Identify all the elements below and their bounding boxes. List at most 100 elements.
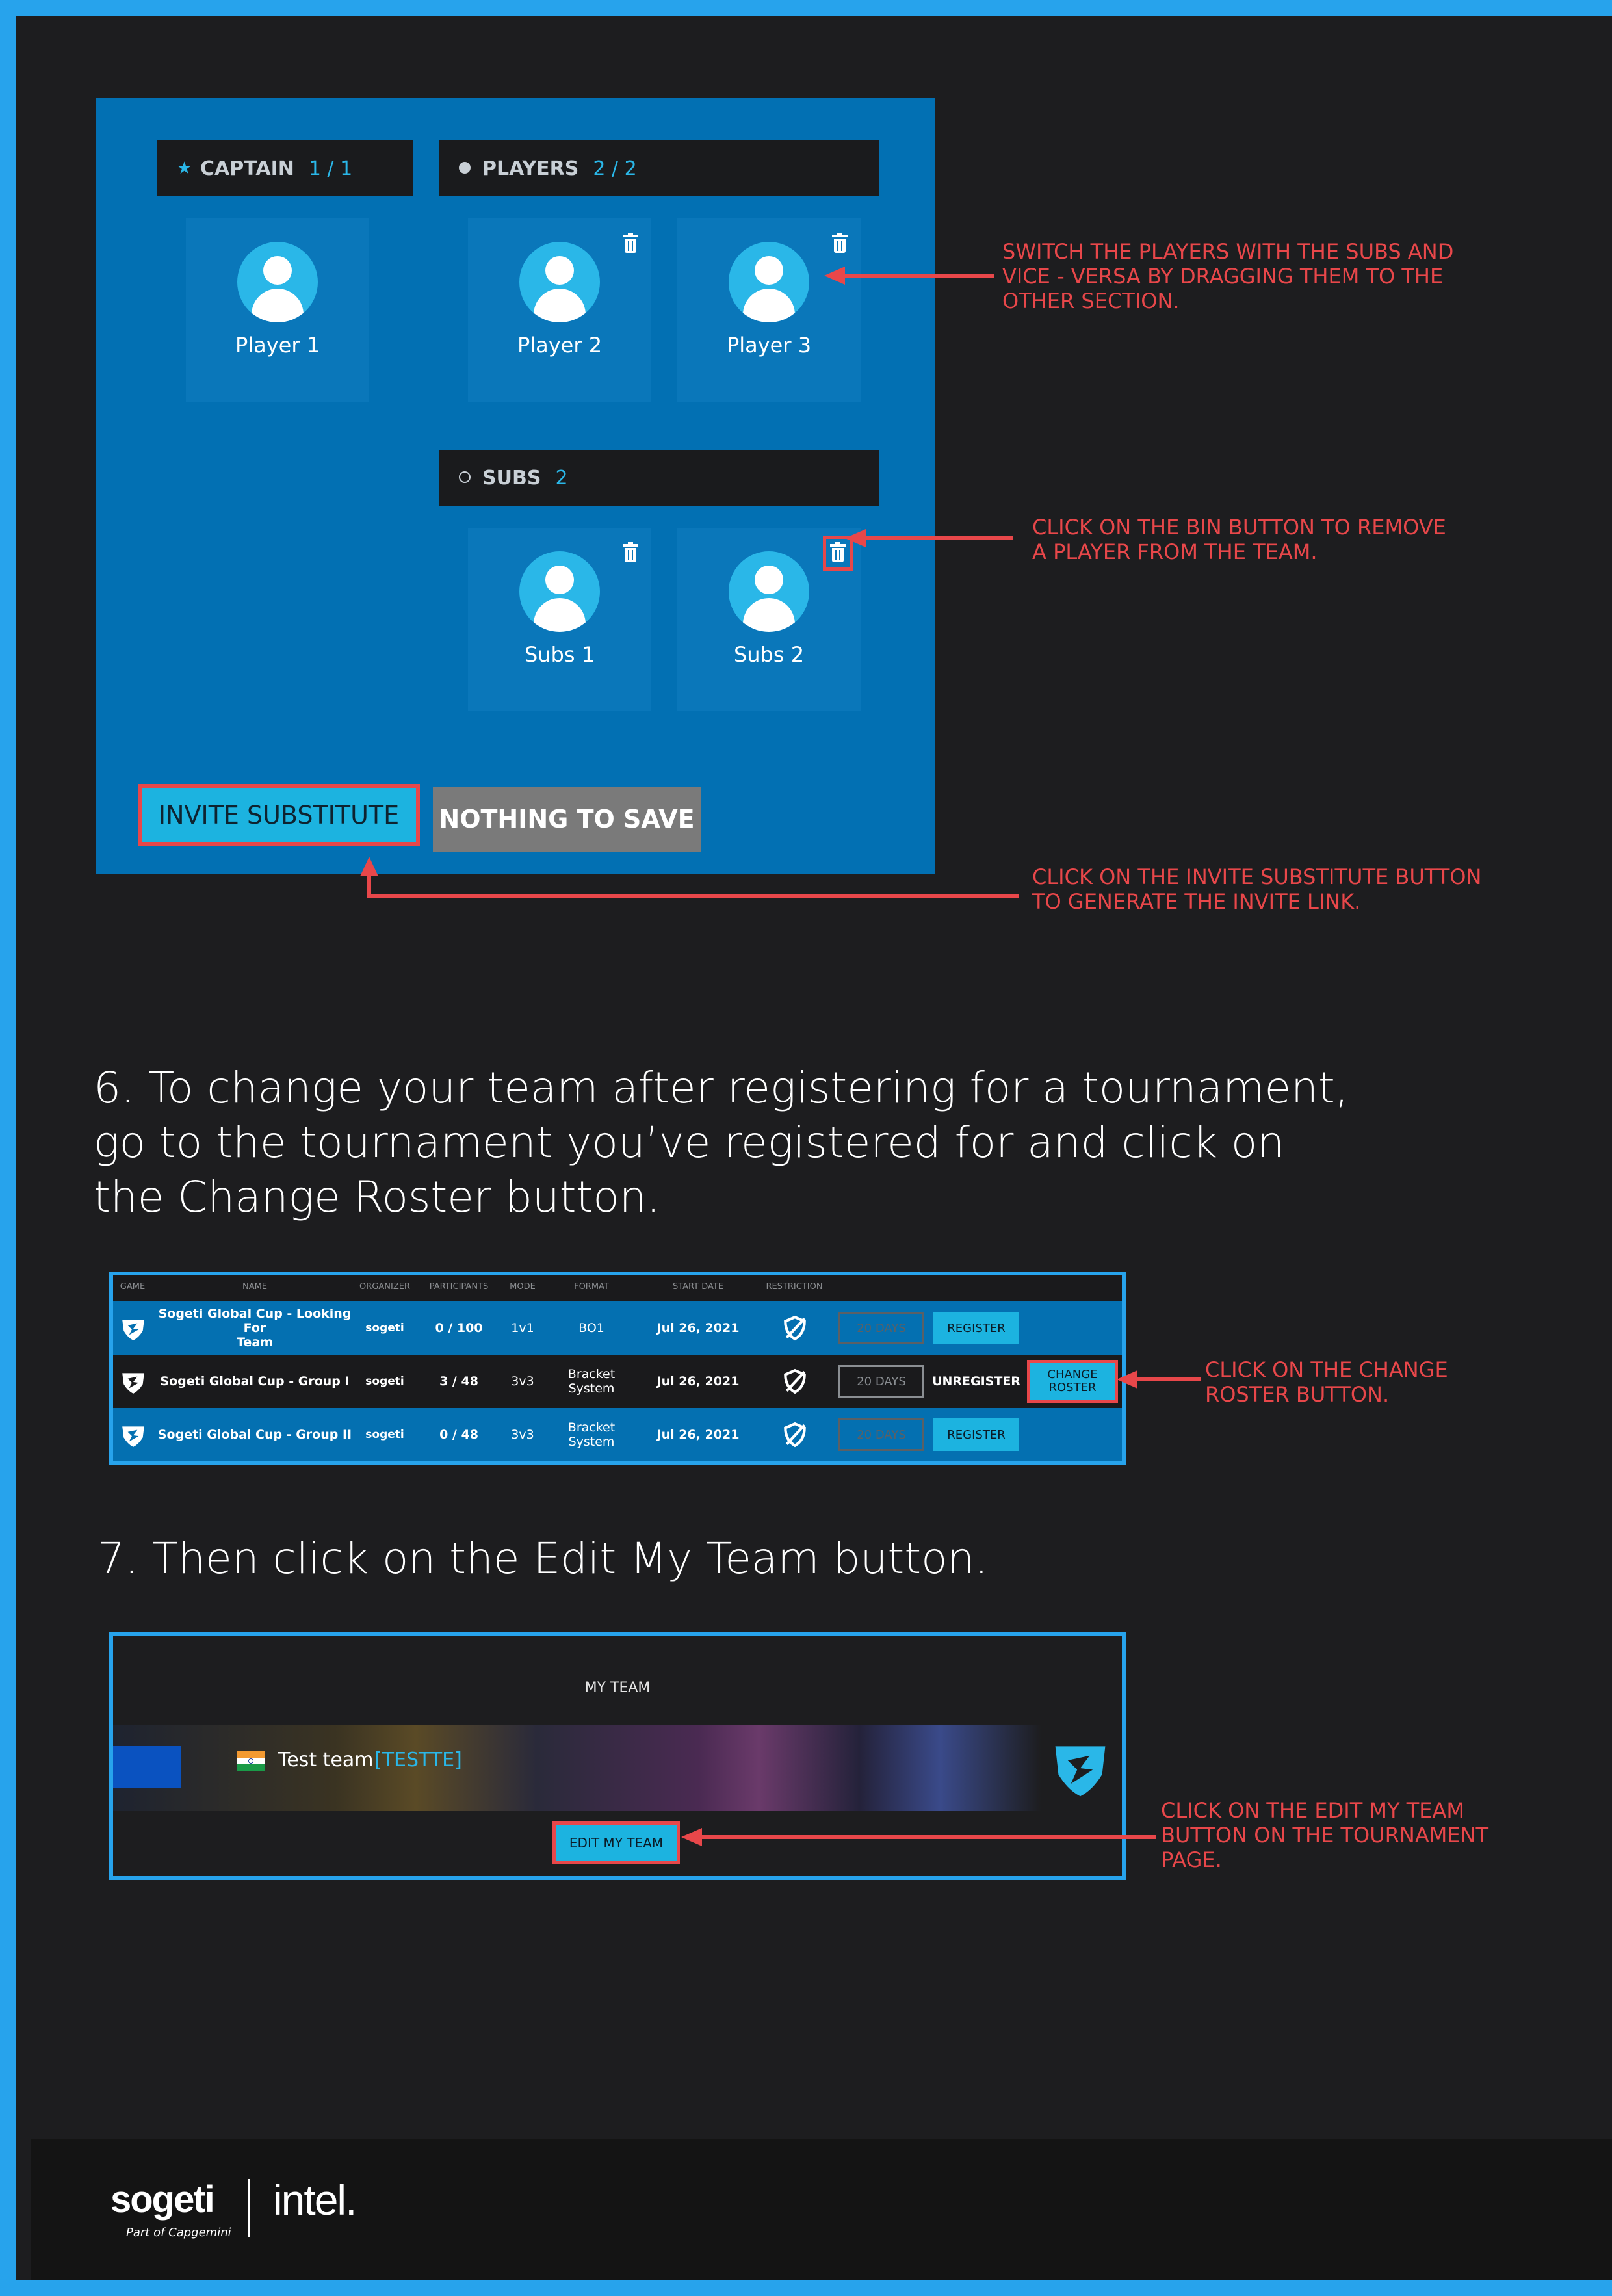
rocket-league-icon [1055, 1746, 1106, 1797]
th-format: FORMAT [574, 1282, 609, 1292]
unregister-button[interactable]: UNREGISTER [932, 1374, 1020, 1389]
avatar-icon [237, 242, 318, 322]
player-name: Player 1 [235, 333, 320, 358]
format: Bracket System [567, 1367, 616, 1396]
th-organizer: ORGANIZER [359, 1282, 410, 1292]
shield-slash-icon [784, 1422, 806, 1448]
nothing-to-save-button[interactable]: NOTHING TO SAVE [433, 787, 701, 852]
th-restriction: RESTRICTION [766, 1282, 823, 1292]
footer: sogeti Part of Capgemini intel. [31, 2139, 1612, 2280]
callout-invite: CLICK ON THE INVITE SUBSTITUTE BUTTON TO… [1032, 865, 1482, 914]
tournament-name[interactable]: Sogeti Global Cup - Looking For Team [158, 1307, 352, 1350]
register-button[interactable]: REGISTER [933, 1418, 1019, 1451]
trash-icon[interactable] [623, 542, 638, 563]
player-name: Player 3 [726, 333, 812, 358]
th-game: GAME [120, 1282, 146, 1292]
banner-tab [113, 1746, 181, 1788]
trash-icon[interactable] [832, 233, 848, 254]
mode: 1v1 [511, 1321, 534, 1335]
tournament-name[interactable]: Sogeti Global Cup - Group II [157, 1428, 352, 1442]
captain-label: CAPTAIN [200, 157, 294, 180]
countdown-badge: 20 DAYS [838, 1418, 924, 1451]
avatar-icon [519, 242, 600, 322]
empty-circle-icon [459, 468, 482, 488]
organizer-logo: sogeti [365, 1375, 404, 1388]
sogeti-logo: sogeti [110, 2178, 215, 2221]
rocket-league-icon [122, 1373, 144, 1394]
trash-icon[interactable] [623, 233, 638, 254]
arrow-bin [845, 529, 1013, 547]
avatar-icon [519, 551, 600, 632]
organizer-logo: sogeti [365, 1428, 404, 1441]
arrow-edit-team [681, 1828, 1156, 1846]
tournament-table: GAME NAME ORGANIZER PARTICIPANTS MODE FO… [109, 1272, 1126, 1465]
start-date: Jul 26, 2021 [656, 1428, 740, 1442]
participants: 0 / 48 [439, 1428, 478, 1442]
callout-bin-button: CLICK ON THE BIN BUTTON TO REMOVE A PLAY… [1032, 515, 1446, 564]
th-start-date: START DATE [672, 1282, 724, 1292]
rocket-league-icon [122, 1320, 144, 1340]
sub-name: Subs 1 [524, 642, 595, 667]
invite-substitute-button[interactable]: INVITE SUBSTITUTE [138, 784, 420, 846]
th-participants: PARTICIPANTS [429, 1282, 489, 1292]
th-name: NAME [242, 1282, 268, 1292]
shield-slash-icon [784, 1368, 806, 1394]
player-card-3[interactable]: Player 3 [677, 218, 861, 402]
start-date: Jul 26, 2021 [656, 1374, 740, 1389]
step-6-text: 6. To change your team after registering… [94, 1063, 1349, 1222]
player-name: Player 2 [517, 333, 603, 358]
my-team-panel: MY TEAM Test team [TESTTE] EDIT MY TEAM [109, 1632, 1126, 1880]
register-button[interactable]: REGISTER [933, 1312, 1019, 1344]
intel-logo: intel. [273, 2176, 357, 2224]
arrow-switch [824, 267, 994, 285]
subs-count: 2 [555, 466, 568, 489]
team-tag: [TESTTE] [374, 1749, 462, 1771]
participants: 0 / 100 [435, 1321, 483, 1335]
my-team-title: MY TEAM [584, 1680, 651, 1696]
shield-slash-icon [784, 1315, 806, 1341]
change-roster-button[interactable]: CHANGE ROSTER [1027, 1360, 1118, 1403]
format: BO1 [578, 1321, 604, 1335]
callout-change-roster: CLICK ON THE CHANGE ROSTER BUTTON. [1205, 1357, 1448, 1407]
avatar-icon [729, 242, 809, 322]
india-flag-icon [237, 1751, 265, 1771]
player-card-2[interactable]: Player 2 [468, 218, 651, 402]
bin-highlight [823, 536, 853, 571]
sub-name: Subs 2 [733, 642, 805, 667]
table-row[interactable]: Sogeti Global Cup - Group II sogeti 0 / … [113, 1408, 1122, 1461]
subs-section-header: SUBS 2 [439, 450, 879, 506]
captain-count: 1 / 1 [308, 157, 353, 180]
tournament-name[interactable]: Sogeti Global Cup - Group I [160, 1374, 350, 1389]
rocket-league-icon [122, 1426, 144, 1447]
captain-section-header: ★ CAPTAIN 1 / 1 [157, 140, 413, 196]
roster-panel: ★ CAPTAIN 1 / 1 PLAYERS 2 / 2 Player 1 P… [96, 98, 935, 874]
step-7-text: 7. Then click on the Edit My Team button… [98, 1533, 989, 1584]
organizer-logo: sogeti [365, 1322, 404, 1335]
sub-card-2[interactable]: Subs 2 [677, 528, 861, 711]
arrow-invite [360, 857, 1019, 898]
filled-circle-icon [459, 159, 482, 178]
th-mode: MODE [510, 1282, 536, 1292]
table-header: GAME NAME ORGANIZER PARTICIPANTS MODE FO… [113, 1275, 1122, 1301]
table-row[interactable]: Sogeti Global Cup - Group I sogeti 3 / 4… [113, 1355, 1122, 1408]
edit-my-team-button[interactable]: EDIT MY TEAM [552, 1821, 680, 1864]
countdown-badge: 20 DAYS [838, 1312, 924, 1344]
sub-card-1[interactable]: Subs 1 [468, 528, 651, 711]
capgemini-sub: Part of Capgemini [126, 2226, 231, 2239]
subs-label: SUBS [482, 466, 541, 489]
star-icon: ★ [177, 159, 192, 178]
team-name: Test team [278, 1749, 374, 1771]
participants: 3 / 48 [439, 1374, 478, 1389]
players-label: PLAYERS [482, 157, 579, 180]
team-banner: Test team [TESTTE] [113, 1725, 1122, 1811]
player-card-1[interactable]: Player 1 [186, 218, 369, 402]
table-row[interactable]: Sogeti Global Cup - Looking For Team sog… [113, 1301, 1122, 1355]
avatar-icon [729, 551, 809, 632]
format: Bracket System [567, 1420, 616, 1449]
players-count: 2 / 2 [593, 157, 637, 180]
countdown-badge: 20 DAYS [838, 1365, 924, 1398]
mode: 3v3 [511, 1374, 534, 1389]
trash-icon[interactable] [830, 542, 846, 563]
players-section-header: PLAYERS 2 / 2 [439, 140, 879, 196]
